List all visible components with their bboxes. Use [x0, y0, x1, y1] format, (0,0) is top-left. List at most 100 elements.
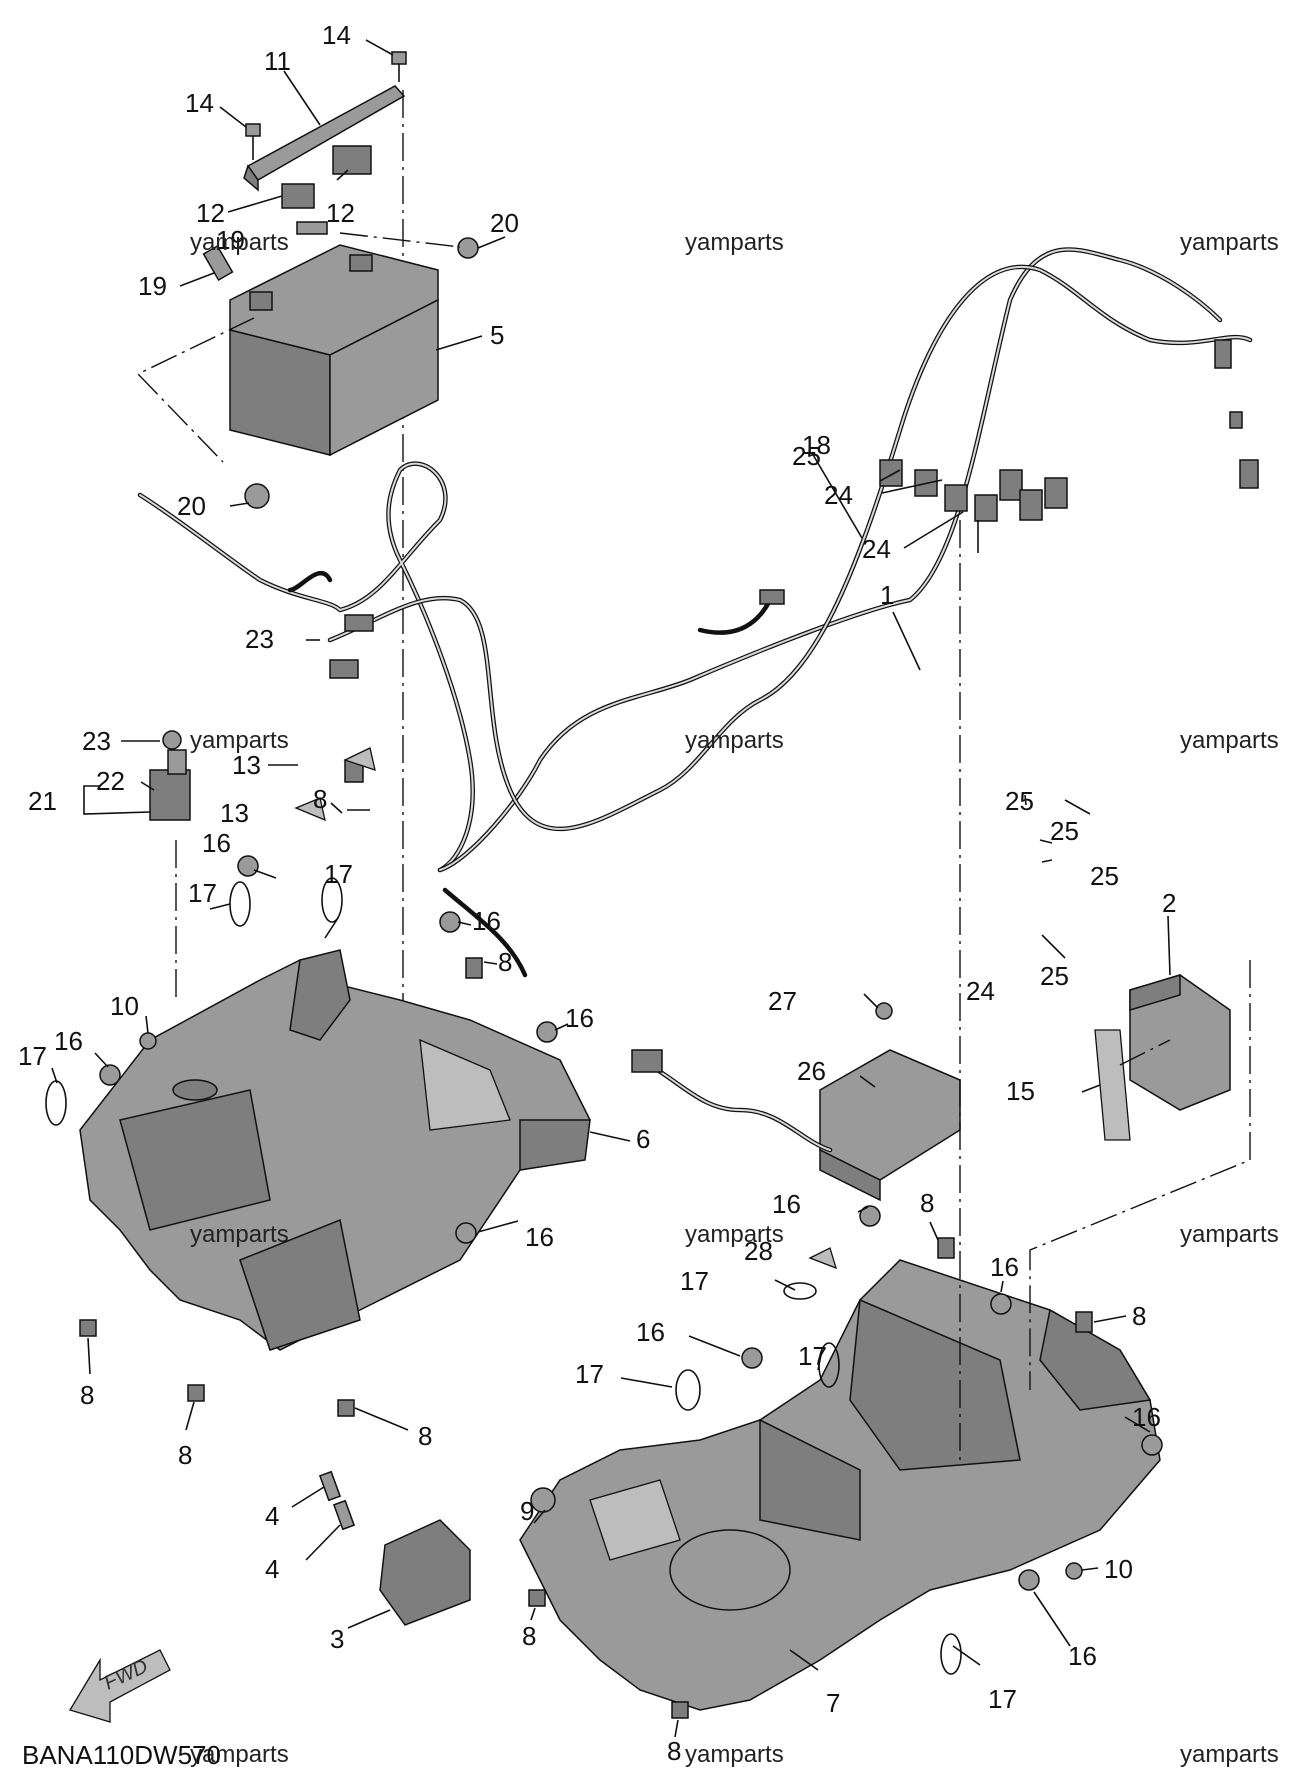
watermark: yamparts	[685, 1741, 784, 1768]
battery-bolts	[202, 221, 479, 509]
callout-11: 11	[264, 46, 291, 76]
callout-23: 23	[82, 726, 111, 756]
callout-16: 16	[54, 1026, 83, 1056]
callout-22: 22	[96, 766, 125, 796]
forward-arrow: FWD	[69, 1649, 171, 1723]
callout-26: 26	[797, 1056, 826, 1086]
callout-16: 16	[772, 1189, 801, 1219]
right-tray	[519, 1259, 1161, 1711]
callout-20: 20	[177, 491, 206, 521]
callout-18: 18	[802, 430, 831, 460]
callout-25: 25	[1050, 816, 1079, 846]
watermark: yamparts	[190, 727, 289, 754]
callout-7: 7	[826, 1688, 840, 1718]
callout-16: 16	[472, 906, 501, 936]
callout-2: 2	[1162, 888, 1176, 918]
callout-8: 8	[498, 947, 512, 977]
watermark: yamparts	[190, 1741, 289, 1768]
callout-17: 17	[988, 1684, 1017, 1714]
callout-4: 4	[265, 1501, 279, 1531]
callout-17: 17	[18, 1041, 47, 1071]
battery	[229, 244, 439, 457]
callout-17: 17	[798, 1341, 827, 1371]
callout-20: 20	[490, 208, 519, 238]
callout-16: 16	[525, 1222, 554, 1252]
callout-24: 24	[862, 534, 891, 564]
callout-16: 16	[1132, 1402, 1161, 1432]
diagram-code: BANA110DW570	[22, 1740, 221, 1770]
callout-28: 28	[744, 1236, 773, 1266]
callout-10: 10	[1104, 1554, 1133, 1584]
ecu-unit	[631, 1049, 961, 1202]
watermark: yamparts	[685, 727, 784, 754]
callout-25: 25	[1090, 861, 1119, 891]
callout-17: 17	[324, 859, 353, 889]
callout-8: 8	[667, 1736, 681, 1766]
callout-12: 12	[196, 198, 225, 228]
watermark: yamparts	[1180, 229, 1279, 256]
watermark: yamparts	[1180, 1221, 1279, 1248]
callout-16: 16	[990, 1252, 1019, 1282]
callout-25: 25	[1040, 961, 1069, 991]
callout-25: 25	[1005, 786, 1034, 816]
callout-labels: 14 11 14 12 12 19 19 20 5 20 18 1 23 23 …	[18, 20, 1176, 1766]
callout-17: 17	[575, 1359, 604, 1389]
callout-23: 23	[245, 624, 274, 654]
callout-6: 6	[636, 1124, 650, 1154]
callout-19: 19	[138, 271, 167, 301]
watermark: yamparts	[190, 229, 289, 256]
callout-15: 15	[1006, 1076, 1035, 1106]
callout-1: 1	[880, 580, 894, 610]
callout-8: 8	[920, 1188, 934, 1218]
callout-8: 8	[522, 1621, 536, 1651]
callout-16: 16	[1068, 1641, 1097, 1671]
leader-lines	[51, 39, 1171, 1738]
lower-bracket	[318, 1470, 471, 1626]
relay-cluster	[879, 459, 1068, 522]
watermark: yamparts	[190, 1221, 289, 1248]
callout-14: 14	[322, 20, 351, 50]
callout-8: 8	[80, 1380, 94, 1410]
bolt-14-top	[391, 51, 407, 82]
callout-19: 19	[216, 225, 245, 255]
harness-connectors	[329, 339, 1259, 679]
callout-17: 17	[680, 1266, 709, 1296]
watermarks: yamparts yamparts yamparts yamparts yamp…	[190, 229, 1279, 1768]
callout-8: 8	[313, 784, 327, 814]
callout-8: 8	[418, 1421, 432, 1451]
callout-21: 21	[28, 786, 57, 816]
callout-5: 5	[490, 320, 504, 350]
callout-4: 4	[265, 1554, 279, 1584]
fuse-box	[1129, 973, 1231, 1111]
callout-16: 16	[636, 1317, 665, 1347]
watermark: yamparts	[685, 229, 784, 256]
small-fasteners	[79, 747, 1163, 1719]
callout-13: 13	[232, 750, 261, 780]
relay-assembly	[149, 730, 191, 821]
battery-hold-bracket	[243, 85, 406, 209]
callout-10: 10	[110, 991, 139, 1021]
callout-17: 17	[188, 878, 217, 908]
watermark: yamparts	[1180, 727, 1279, 754]
callout-16: 16	[202, 828, 231, 858]
callout-16: 16	[565, 1003, 594, 1033]
wire-harness-18	[137, 247, 1223, 873]
callout-24: 24	[966, 976, 995, 1006]
callout-14: 14	[185, 88, 214, 118]
callout-9: 9	[520, 1496, 534, 1526]
left-tray	[79, 949, 591, 1351]
wire-harness-1	[327, 264, 1253, 978]
watermark: yamparts	[1180, 1741, 1279, 1768]
callout-13: 13	[220, 798, 249, 828]
callout-27: 27	[768, 986, 797, 1016]
callout-12: 12	[326, 198, 355, 228]
callout-3: 3	[330, 1624, 344, 1654]
callout-25: 25	[792, 441, 821, 471]
callout-8: 8	[1132, 1301, 1146, 1331]
callout-24: 24	[824, 480, 853, 510]
fuse-box-bracket	[1094, 1029, 1131, 1141]
bolt-14-left	[245, 123, 261, 160]
watermark: yamparts	[685, 1221, 784, 1248]
callout-8: 8	[178, 1440, 192, 1470]
